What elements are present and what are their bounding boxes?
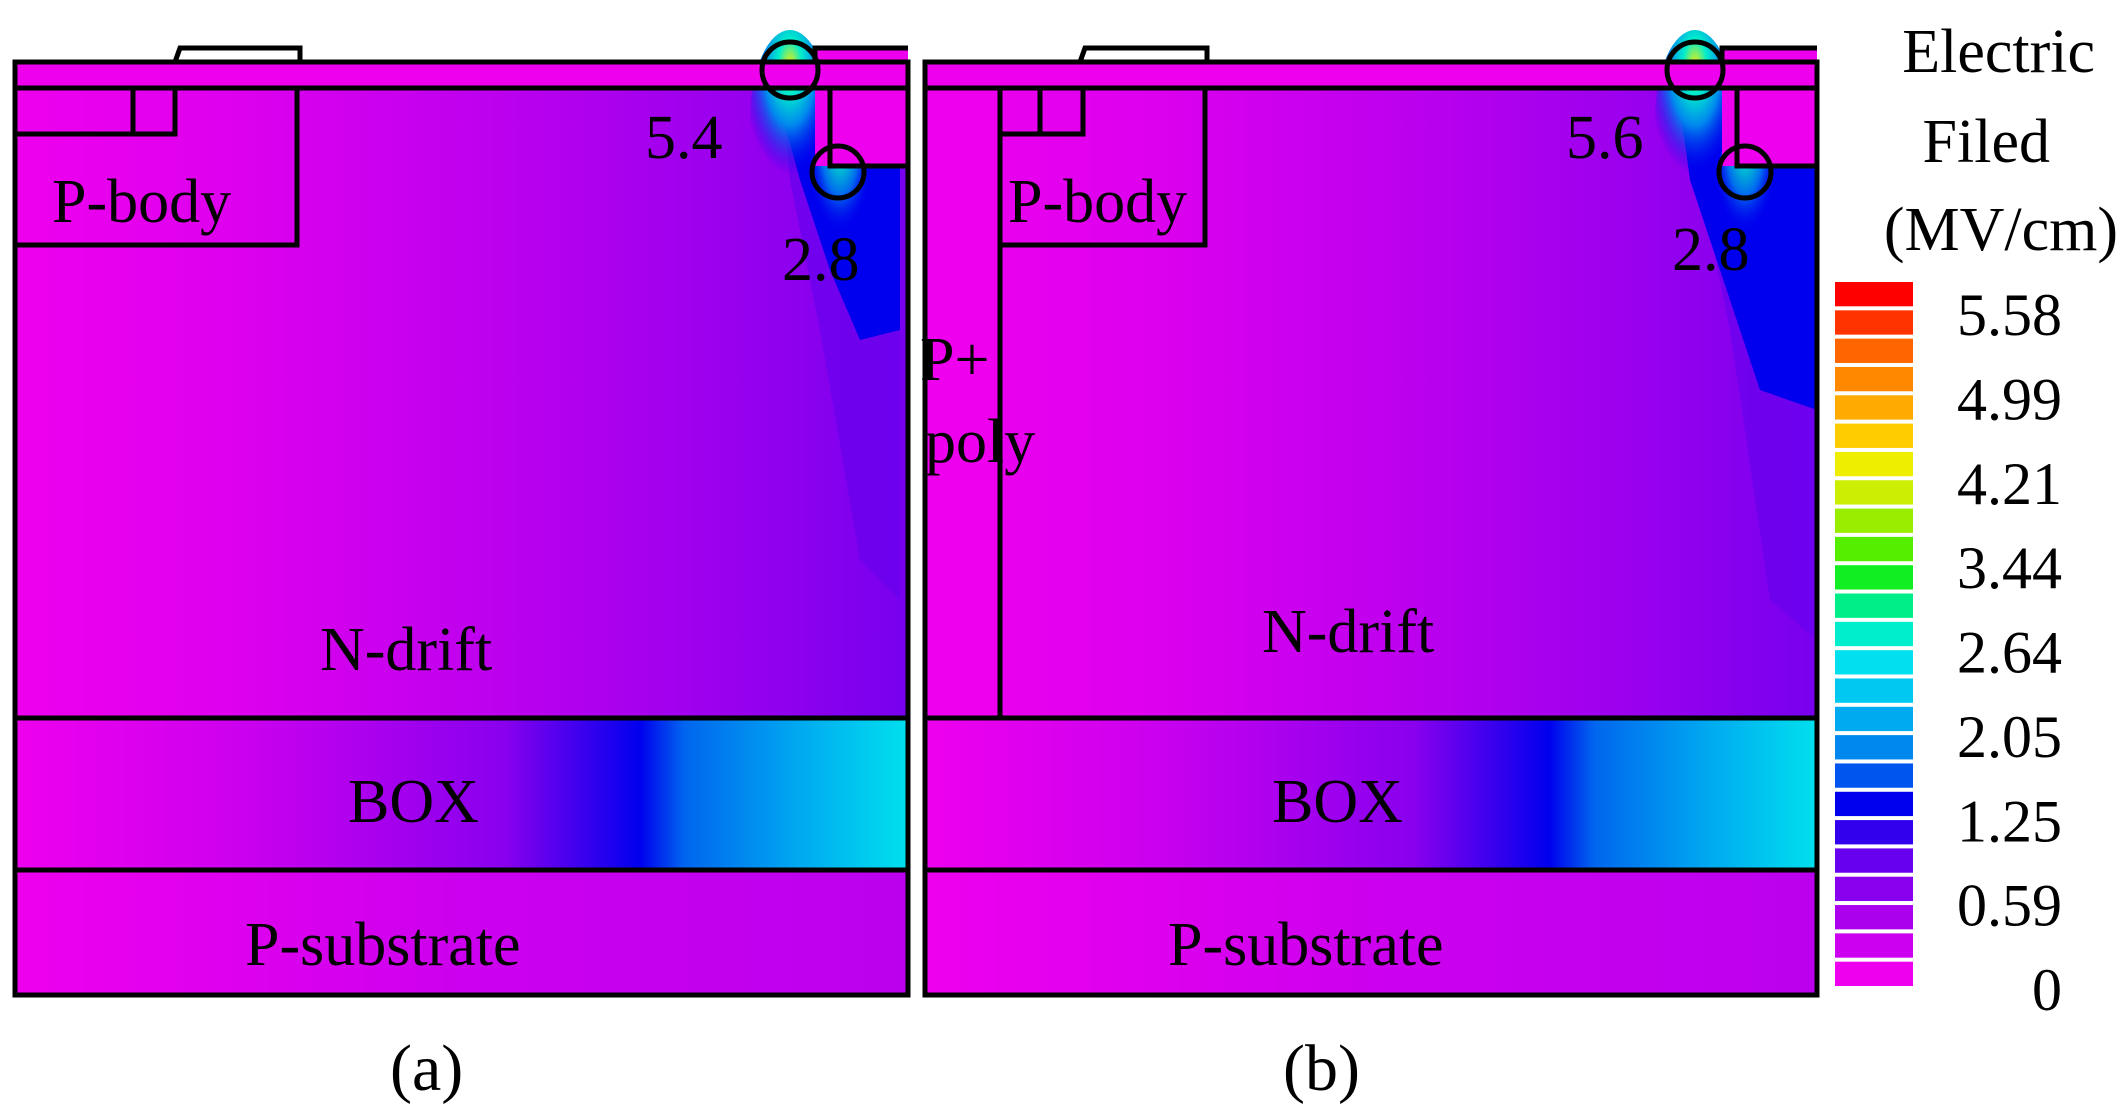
legend-swatch [1835, 820, 1913, 845]
panel-b-peak-value-top: 5.6 [1566, 104, 1644, 172]
panel-a-peak-value-corner: 2.8 [782, 226, 860, 294]
panel-b-box-region [925, 718, 1817, 868]
panel-a: P-body N-drift BOX P-substrate 5.4 2.8 (… [12, 30, 911, 1105]
panel-a-box-region [15, 718, 908, 868]
legend-tick-label: 4.99 [1957, 366, 2062, 432]
legend-color-bar [1835, 282, 1913, 986]
panel-b-poly-region [925, 88, 1000, 718]
panel-b-peak-value-corner: 2.8 [1672, 216, 1750, 284]
legend-swatch [1835, 508, 1913, 533]
legend-tick-label: 2.05 [1957, 704, 2062, 770]
legend-swatch [1835, 706, 1913, 732]
panel-a-pbody-outline [15, 88, 300, 248]
legend-swatch [1835, 565, 1913, 590]
legend-swatch [1835, 848, 1913, 873]
legend-title-line3: (MV/cm) [1884, 196, 2118, 264]
legend-swatch [1835, 395, 1913, 420]
legend-swatch [1835, 310, 1913, 335]
legend-swatch [1835, 791, 1913, 817]
legend-swatch [1835, 876, 1913, 902]
panel-a-outline [12, 39, 911, 998]
panel-b-peak-circle-corner [1716, 143, 1774, 201]
panel-a-label-substrate: P-substrate [245, 911, 521, 979]
panel-a-label-box: BOX [348, 768, 479, 836]
panel-b-pbody-outline [1000, 88, 1208, 248]
panel-b-peak-circle-top [1664, 39, 1726, 101]
legend-swatch [1835, 451, 1913, 477]
panel-b-label-poly-line1: P+ [920, 326, 989, 394]
panel-a-label-ndrift: N-drift [320, 616, 492, 684]
panel-b-label-poly-line2: poly [925, 408, 1035, 476]
panel-a-caption: (a) [390, 1032, 463, 1105]
legend-swatch [1835, 650, 1913, 675]
legend-swatch [1835, 536, 1913, 562]
legend-tick-label: 2.64 [1957, 620, 2062, 686]
panel-a-peak-value-top: 5.4 [645, 104, 723, 172]
legend-tick-label: 1.25 [1957, 788, 2062, 854]
panel-b: P-body N-drift BOX P-substrate P+ poly 5… [920, 30, 1820, 1105]
panel-b-label-ndrift: N-drift [1262, 598, 1434, 666]
legend-swatch [1835, 961, 1913, 986]
legend-swatch [1835, 338, 1913, 363]
panel-a-source-outline [15, 88, 178, 137]
legend-tick-label: 4.21 [1957, 451, 2062, 517]
panel-a-top-strip [15, 62, 908, 90]
panel-b-label-substrate: P-substrate [1168, 911, 1444, 979]
panel-b-label-box: BOX [1272, 768, 1403, 836]
panel-a-label-pbody: P-body [52, 168, 231, 236]
legend-tick-label: 0.59 [1957, 873, 2062, 939]
legend-tick-label: 0 [2032, 957, 2062, 1023]
legend: Electric Filed (MV/cm) 5.58 4.99 4.21 3.44 2… [1835, 18, 2118, 1023]
legend-swatch [1835, 905, 1913, 930]
panel-b-label-pbody: P-body [1008, 168, 1187, 236]
legend-swatch [1835, 621, 1913, 647]
legend-swatch [1835, 735, 1913, 760]
panel-b-drain-contact [1722, 85, 1817, 169]
legend-swatch [1835, 423, 1913, 448]
panel-a-drain-contact [815, 85, 908, 169]
legend-tick-label: 3.44 [1957, 535, 2062, 601]
panel-a-peak-circle-corner [809, 143, 867, 201]
legend-title-line2: Filed [1923, 108, 2050, 176]
legend-swatch [1835, 933, 1913, 958]
legend-swatch [1835, 282, 1913, 307]
legend-swatch [1835, 763, 1913, 788]
legend-swatch [1835, 366, 1913, 392]
panel-b-gate-outline [925, 45, 1722, 65]
panel-b-outline [922, 39, 1820, 998]
legend-swatch [1835, 480, 1913, 505]
panel-a-substrate-region [15, 870, 908, 995]
legend-swatch [1835, 678, 1913, 703]
panel-b-caption: (b) [1283, 1032, 1360, 1105]
legend-tick-label: 5.58 [1957, 282, 2062, 348]
panel-a-gate-outline [15, 45, 815, 65]
legend-tick-labels: 5.58 4.99 4.21 3.44 2.64 2.05 1.25 0.59 0 [1957, 282, 2062, 1023]
panel-a-peak-circle-top [759, 39, 821, 101]
legend-swatch [1835, 593, 1913, 618]
panel-b-source-outline [1000, 88, 1086, 137]
panel-b-substrate-region [925, 870, 1817, 995]
legend-title-line1: Electric [1902, 18, 2095, 86]
